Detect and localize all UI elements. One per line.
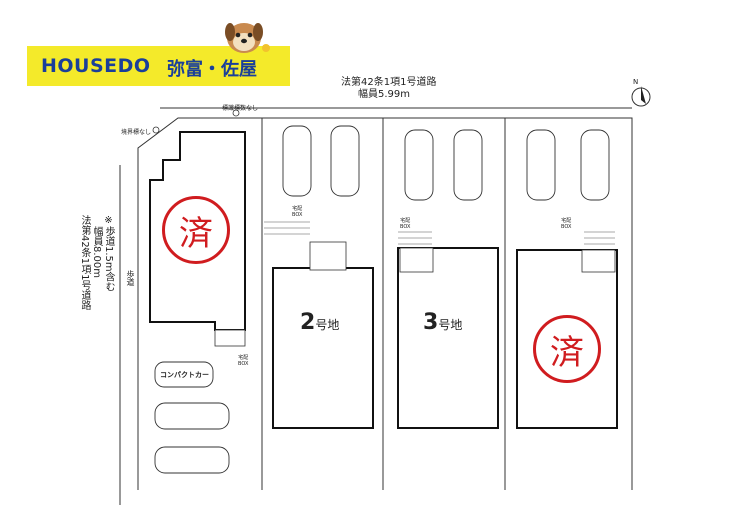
car [154,446,230,474]
site-boundary [137,117,633,490]
lot-3-label: 3号地 [423,310,462,335]
lot-3-number: 3 [423,310,439,335]
building-lot-3 [397,247,499,429]
top-road-label: 法第42条1項1号道路 [341,77,437,88]
left-road-width: 幅員8.00m [91,226,102,279]
lot-2-label: 2号地 [300,310,339,335]
sold-stamp-lot-1: 済 [162,196,230,264]
building-lot-4 [516,249,618,429]
dog-mascot-icon [222,18,272,62]
car [580,129,610,201]
entrance-lot-2 [309,241,347,271]
car [453,129,483,201]
lot-2-number: 2 [300,310,316,335]
entrance-lot-4 [581,249,616,273]
left-road-sidewalk-note: ※歩道1.5m含む [103,215,114,292]
entrance-lot-1 [214,329,246,347]
car [154,402,230,430]
boundary-note-top: 標識標数なし [222,105,259,112]
boundary-note-left: 境界標なし [121,129,152,136]
parking-cars-left [154,361,230,474]
building-lot-2 [272,267,374,429]
entrance-lot-3 [399,247,434,273]
boundary-marker-icon [232,109,240,117]
logo-area: 弥富・佐屋 [167,59,257,80]
car [154,361,214,388]
car [526,129,556,201]
logo-brand: HOUSEDO [41,55,151,77]
lot-2-suffix: 号地 [315,318,340,332]
building-lot-1 [149,131,246,331]
top-road-width: 幅員5.99m [358,89,411,100]
boundary-marker-icon [152,126,160,134]
left-road-label: 法第42条1項1号道路 [79,215,90,311]
parking-cars-top [282,125,610,201]
lot-3-suffix: 号地 [438,318,463,332]
car [404,129,434,201]
car [330,125,360,197]
north-arrow-icon [631,86,651,107]
sold-stamp-lot-4: 済 [533,315,601,383]
north-label: N [633,78,639,86]
car [282,125,312,197]
sidewalk-label: 歩道 [126,270,135,286]
compact-car-label: コンパクトカー [160,371,209,379]
